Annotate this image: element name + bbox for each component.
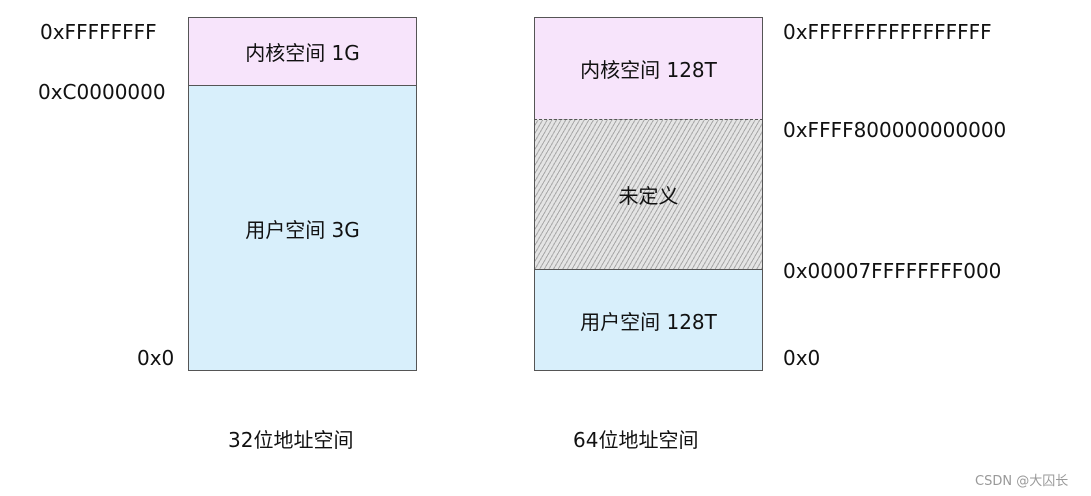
- right-undefined-block: 未定义: [534, 119, 763, 270]
- right-addr-kernel-start: 0xFFFF800000000000: [783, 118, 1007, 142]
- left-caption: 32位地址空间: [228, 428, 354, 452]
- right-caption: 64位地址空间: [573, 428, 699, 452]
- right-user-space-label: 用户空间 128T: [580, 309, 717, 334]
- right-addr-user-end: 0x00007FFFFFFFF000: [783, 259, 1002, 283]
- watermark: CSDN @大囚长: [975, 474, 1069, 489]
- left-addr-top: 0xFFFFFFFF: [40, 20, 157, 44]
- right-addr-top: 0xFFFFFFFFFFFFFFFF: [783, 20, 992, 44]
- left-addr-bottom: 0x0: [137, 346, 175, 370]
- right-kernel-space-label: 内核空间 128T: [580, 58, 717, 82]
- right-user-space-block: 用户空间 128T: [534, 269, 763, 371]
- right-undefined-label: 未定义: [618, 184, 679, 208]
- right-addr-bottom: 0x0: [783, 346, 821, 370]
- right-kernel-space-block: 内核空间 128T: [534, 17, 763, 120]
- left-kernel-space-label: 内核空间 1G: [245, 41, 360, 65]
- left-kernel-space-block: 内核空间 1G: [188, 17, 417, 86]
- left-addr-split: 0xC0000000: [38, 80, 166, 104]
- left-user-space-label: 用户空间 3G: [245, 217, 360, 242]
- left-user-space-block: 用户空间 3G: [188, 85, 417, 371]
